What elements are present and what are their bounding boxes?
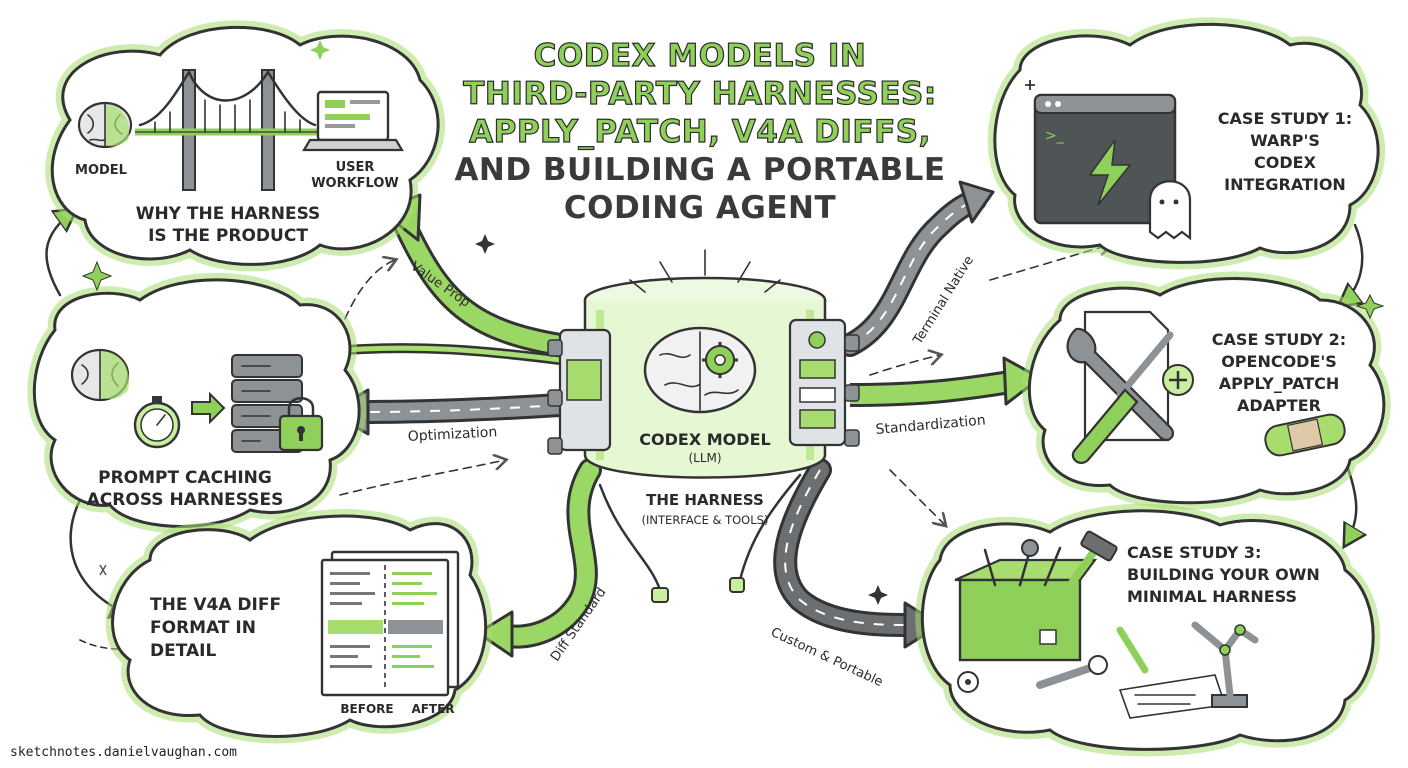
pipe-to-caching	[344, 343, 561, 365]
title-line-1: CODEX MODELS IN	[534, 38, 867, 74]
node-case-study-3: CASE STUDY 3: BUILDING YOUR OWN MINIMAL …	[915, 503, 1381, 757]
case1-line-3: CODEX	[1254, 153, 1317, 172]
v4a-before-label: BEFORE	[340, 702, 393, 716]
case3-line-1: CASE STUDY 3:	[1127, 543, 1261, 562]
node-case-study-2: CASE STUDY 2: OPENCODE'S APPLY_PATCH ADA…	[1022, 271, 1391, 510]
plus-icon	[1162, 364, 1194, 396]
case2-line-2: OPENCODE'S	[1221, 352, 1337, 371]
case1-line-1: CASE STUDY 1:	[1218, 109, 1352, 128]
why-title-1: WHY THE HARNESS	[136, 204, 321, 224]
node-case-study-1: >_ CASE STUDY 1: WARP'S CODEX INTEGRATIO…	[987, 17, 1386, 270]
lock-icon	[278, 397, 324, 452]
diff-before-lines	[328, 572, 383, 668]
why-model-label: MODEL	[75, 163, 127, 178]
case2-line-1: CASE STUDY 2:	[1212, 330, 1346, 349]
svg-text:>_: >_	[1045, 128, 1065, 144]
center-harness-sub: (INTERFACE & TOOLS)	[642, 513, 769, 527]
why-workflow-label: WORKFLOW	[311, 176, 399, 191]
ghost-icon	[1148, 180, 1192, 241]
road-diff-standard	[476, 458, 669, 658]
case1-line-2: WARP'S	[1250, 131, 1320, 150]
center-model-sub: (LLM)	[688, 451, 721, 465]
case2-line-3: APPLY_PATCH	[1219, 374, 1340, 393]
bandage-icon	[1264, 413, 1346, 457]
gear-icon	[957, 671, 979, 693]
v4a-title-3: DETAIL	[150, 641, 216, 661]
v4a-title-1: THE V4A DIFF	[150, 595, 281, 615]
wrench-icon	[1066, 327, 1175, 442]
diff-after-lines	[388, 572, 443, 668]
case3-line-2: BUILDING YOUR OWN	[1127, 565, 1320, 584]
road-terminal-native	[838, 180, 995, 357]
diff-document-icon	[320, 550, 460, 697]
caching-title-2: ACROSS HARNESSES	[87, 490, 284, 510]
sparkle-decorations	[81, 40, 1385, 605]
road-standardization	[849, 356, 1042, 407]
title-line-3: APPLY_PATCH, V4A DIFFS,	[469, 114, 931, 150]
label-standardization: Standardization	[875, 412, 986, 438]
bridge-icon	[135, 69, 320, 191]
screwdriver-icon	[1071, 331, 1174, 465]
stopwatch-icon	[133, 396, 181, 449]
why-title-2: IS THE PRODUCT	[148, 226, 308, 246]
wrench-icon	[1036, 655, 1108, 689]
why-user-label: USER	[336, 160, 375, 175]
case2-line-4: ADAPTER	[1237, 396, 1321, 415]
laptop-icon	[302, 90, 404, 152]
arrow-icon	[191, 391, 226, 425]
caching-title-1: PROMPT CACHING	[98, 468, 272, 488]
central-harness: CODEX MODEL (LLM) THE HARNESS (INTERFACE…	[547, 249, 860, 527]
title-line-2: THIRD-PARTY HARNESSES:	[463, 76, 937, 112]
node-v4a-diff: THE V4A DIFF FORMAT IN DETAIL BEFORE AFT…	[105, 509, 493, 744]
footer-url: sketchnotes.danielvaughan.com	[10, 745, 237, 760]
node-why-harness: MODEL USER WORKFLOW WHY THE HARNESS IS T…	[45, 20, 446, 272]
title-line-4: AND BUILDING A PORTABLE	[454, 152, 945, 188]
v4a-after-label: AFTER	[411, 702, 454, 716]
brain-icon	[70, 348, 130, 402]
case3-line-3: MINIMAL HARNESS	[1127, 587, 1297, 606]
main-title: CODEX MODELS IN THIRD-PARTY HARNESSES: A…	[454, 37, 945, 226]
center-model-label: CODEX MODEL	[639, 430, 770, 449]
title-line-5: CODING AGENT	[564, 190, 836, 226]
robot-arm-icon	[1191, 621, 1259, 708]
terminal-icon: >_	[1033, 93, 1177, 225]
case1-line-4: INTEGRATION	[1224, 175, 1346, 194]
brain-icon	[77, 101, 133, 149]
hammer-icon	[1056, 530, 1118, 604]
center-harness-label: THE HARNESS	[646, 491, 764, 509]
label-optimization: Optimization	[407, 424, 497, 445]
node-prompt-caching: PROMPT CACHING ACROSS HARNESSES	[27, 272, 367, 534]
brain-gear-icon	[643, 326, 757, 414]
v4a-title-2: FORMAT IN	[150, 618, 256, 638]
